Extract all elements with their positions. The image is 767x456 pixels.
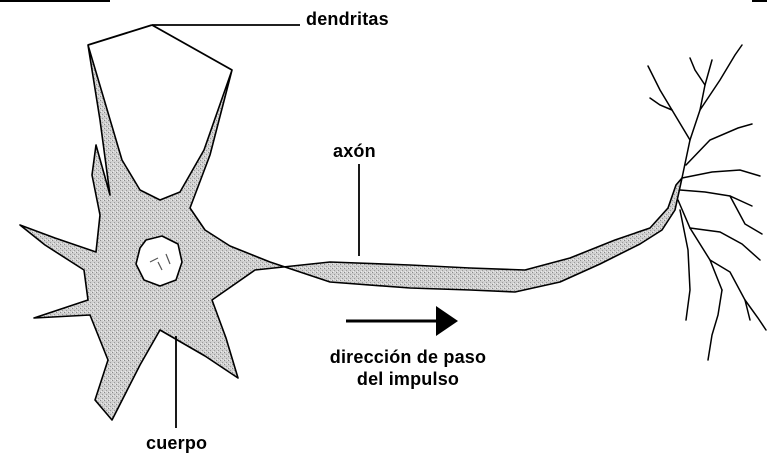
impulse-direction-line2: del impulso <box>306 368 510 390</box>
dendrites-label: dendritas <box>306 8 389 30</box>
axon-label: axón <box>333 140 376 162</box>
cell-body-label: cuerpo <box>146 432 207 454</box>
axon-terminal-branches <box>648 45 766 360</box>
impulse-direction-arrow <box>346 306 458 336</box>
impulse-direction-label: dirección de paso del impulso <box>306 346 510 390</box>
impulse-direction-line1: dirección de paso <box>306 346 510 368</box>
cell-nucleus <box>136 236 182 286</box>
